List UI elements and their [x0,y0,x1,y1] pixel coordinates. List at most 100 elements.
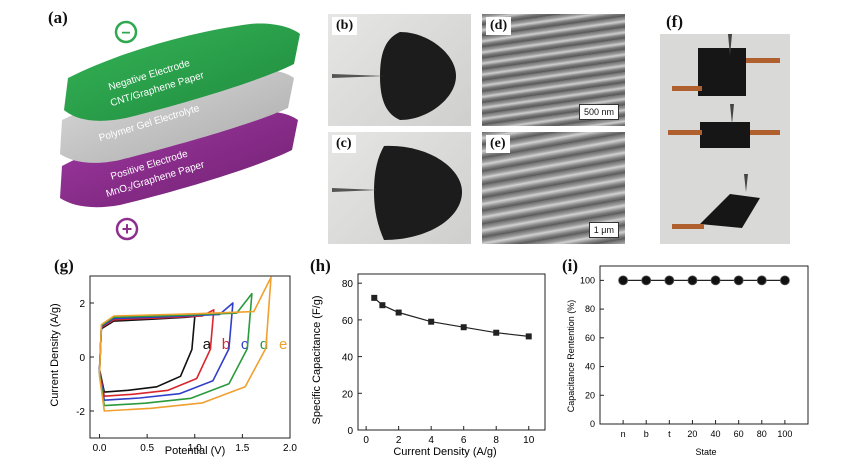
photo-f-rolled [660,104,790,174]
i-xtick-label: 20 [687,429,697,439]
panel-a: (a) Negative Electrode CNT/Graphene Pape… [0,0,320,250]
panel-i-label: (i) [562,256,579,275]
h-ytick-label: 20 [342,389,354,400]
panel-h: (h) Specific Capacitance (F/g) Current D… [300,252,560,462]
h-ytick-label: 80 [342,279,354,290]
i-ytick-label: 100 [580,275,595,285]
h-xtick-label: 0 [363,435,369,446]
sem-image-d: (d) 500 nm [482,14,625,126]
panel-h-label: (h) [310,256,331,275]
i-ylabel: Capacitance Rentention (%) [566,300,576,413]
cv-curve-c [98,302,234,401]
panel-d-label: (d) [486,17,512,35]
panel-c-label: (c) [332,135,356,153]
i-data-point [733,275,744,286]
i-data-point [641,275,652,286]
i-ytick-label: 0 [590,419,595,429]
i-xtick-label: 60 [734,429,744,439]
cv-curve-label-a: a [203,336,212,353]
h-ytick-label: 0 [347,426,353,437]
flat-paper-image [332,145,462,240]
i-xlabel: State [695,447,716,457]
h-data-point [371,294,378,301]
capacitance-chart: Specific Capacitance (F/g) Current Densi… [311,273,546,458]
i-xtick-label: 100 [777,429,792,439]
i-xtick-label: 80 [757,429,767,439]
cv-ytick-label: 2 [79,299,85,310]
cv-curve-e [98,276,272,412]
panel-i: (i) Capacitance Rentention (%) State n b t… [558,252,858,462]
h-plot-frame [357,273,546,431]
i-data-point [618,275,629,286]
photo-c: (c) [328,132,471,244]
panel-a-label: (a) [48,8,68,27]
cv-curve-label-d: d [260,336,268,353]
cv-curve-label-e: e [279,336,287,353]
i-data-point [710,275,721,286]
device-schematic: Negative Electrode CNT/Graphene Paper Po… [60,20,300,241]
h-data-point [493,329,500,336]
h-xlabel: Current Density (A/g) [393,446,496,458]
i-ytick-label: 80 [585,304,595,314]
i-data-point [664,275,675,286]
i-ytick-label: 60 [585,333,595,343]
positive-electrode-layer [60,111,298,208]
h-ytick-label: 60 [342,316,354,327]
cv-xtick-label: 1.5 [235,443,249,454]
h-xtick-label: 2 [396,435,402,446]
h-data-point [428,318,435,325]
i-ytick-label: 40 [585,362,595,372]
i-xtick-label: n [621,429,626,439]
i-xtick-label: b [644,429,649,439]
cv-xtick-label: 1.0 [188,443,202,454]
h-data-point [379,302,386,309]
scale-bar-d: 500 nm [578,104,619,120]
panel-g-label: (g) [54,256,74,275]
scale-bar-e: 1 μm [588,222,619,238]
i-plot-frame [599,265,809,425]
electrolyte-layer [60,69,294,163]
negative-sign: − [121,25,130,42]
i-data-point [756,275,767,286]
positive-terminal-icon [115,217,139,241]
i-ytick-label: 20 [585,390,595,400]
panel-f: (f) [660,8,790,248]
cv-xtick-label: 2.0 [283,443,297,454]
cv-curve-label-b: b [222,336,230,353]
cv-curve-d [98,292,253,407]
cv-ylabel: Current Density (A/g) [49,303,61,406]
h-xtick-label: 10 [523,435,535,446]
panel-g: (g) Current Density (A/g) Potential (V) … [0,252,300,462]
cv-ytick-label: -2 [76,407,85,418]
h-xtick-label: 4 [428,435,434,446]
photo-f-twisted [660,174,790,244]
retention-chart: Capacitance Rentention (%) State n b t 20 40… [566,265,809,457]
i-xtick-label: 40 [711,429,721,439]
positive-sign: + [122,219,133,239]
h-ylabel: Specific Capacitance (F/g) [311,296,323,425]
h-series-line [373,297,529,337]
panel-f-label: (f) [666,12,683,31]
cv-curve-a [98,315,196,393]
negative-terminal-icon [114,20,138,44]
bent-paper-image [332,32,456,120]
photo-b: (b) [328,14,471,126]
panel-b-label: (b) [332,17,358,35]
h-data-point [395,309,402,316]
i-xtick-label: t [668,429,671,439]
cv-chart: Current Density (A/g) Potential (V) 0.0 0… [49,275,297,457]
cv-xtick-label: 0.0 [93,443,107,454]
negative-electrode-layer [64,23,300,121]
photo-f-flat [660,34,790,104]
cv-xtick-label: 0.5 [140,443,154,454]
i-data-point [779,275,790,286]
h-xtick-label: 6 [461,435,467,446]
cv-curve-b [98,309,215,397]
sem-image-e: (e) 1 μm [482,132,625,244]
cv-xlabel: Potential (V) [165,445,226,457]
panel-e-label: (e) [486,135,510,153]
cv-curve-label-c: c [241,336,249,353]
h-data-point [460,324,467,331]
cv-ytick-label: 0 [79,353,85,364]
h-xtick-label: 8 [493,435,499,446]
